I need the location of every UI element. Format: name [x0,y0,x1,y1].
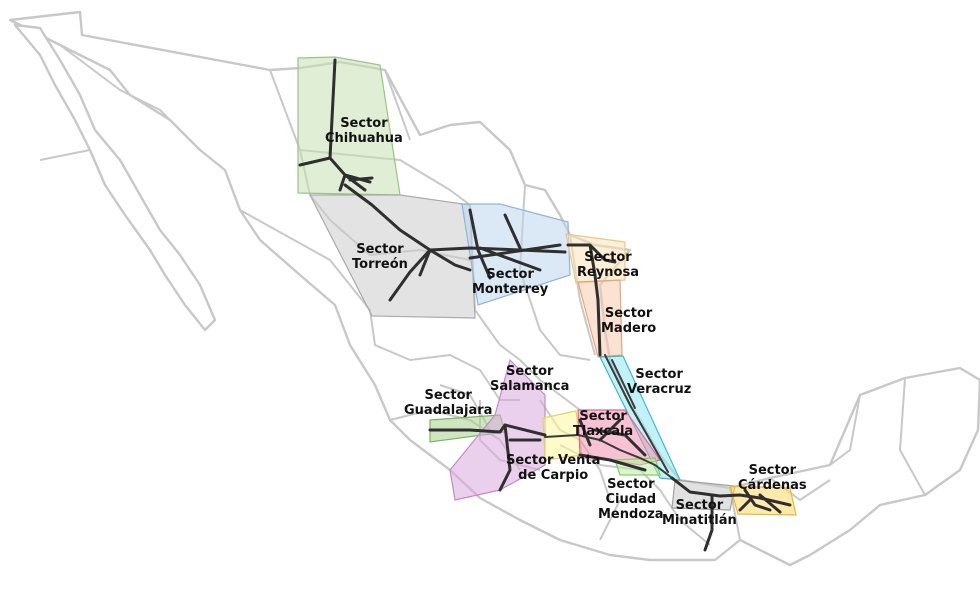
sector-label-torreon: Sector Torreón [352,242,408,272]
sector-salamanca-area [449,358,546,501]
sector-label-line: Ciudad [605,492,657,507]
sector-label-venta-de-carpio: Sector Venta de Carpio [506,453,600,483]
baja-california [13,23,217,332]
sector-label-line: Guadalajara [404,403,493,418]
sector-label-line: Salamanca [490,379,570,394]
sector-label-line: Sector Venta [506,453,601,468]
sector-label-line: Sector [748,463,797,478]
sector-label-cardenas: Sector Cárdenas [738,463,807,493]
sector-label-line: Chihuahua [325,131,403,146]
sector-label-line: Sector [604,306,653,321]
sector-label-veracruz: Sector Veracruz [627,367,691,397]
sector-label-line: Veracruz [627,382,692,397]
sector-label-line: Torreón [352,257,408,272]
sector-label-line: Monterrey [472,282,549,297]
sector-label-line: Minatitlán [662,513,737,528]
sector-label-line: Sector [424,388,472,403]
sector-label-ciudad-mendoza: Sector Ciudad Mendoza [598,477,664,522]
pipelines [298,58,792,552]
sector-label-line: Sector [635,367,683,382]
sector-label-line: Sector [584,250,632,265]
sector-label-chihuahua: Sector Chihuahua [325,116,403,146]
sector-label-line: Sector [675,498,724,513]
sector-label-line: Sector [579,409,627,424]
sector-label-monterrey: Sector Monterrey [472,267,548,297]
sector-label-line: Sector [486,267,534,282]
sector-label-tlaxcala: Sector Tlaxcala [573,409,633,439]
sector-label-reynosa: Sector Reynosa [577,250,639,280]
sector-label-guadalajara: Sector Guadalajara [404,388,492,418]
sector-label-line: Reynosa [577,265,639,280]
sector-label-line: Sector [356,242,404,257]
sector-label-minatitlan: Sector Minatitlán [662,498,737,528]
sector-label-salamanca: Sector Salamanca [490,364,569,394]
sector-label-madero: Sector Madero [601,306,656,336]
sector-label-line: Sector [607,477,655,492]
sector-label-line: Madero [601,321,657,336]
sector-label-line: Tlaxcala [573,424,634,439]
sector-label-line: Sector [340,116,388,131]
sector-label-line: Sector [505,364,554,379]
sector-label-line: Mendoza [598,507,664,522]
sector-label-line: Cárdenas [738,478,807,493]
sector-label-line: de Carpio [518,468,589,483]
